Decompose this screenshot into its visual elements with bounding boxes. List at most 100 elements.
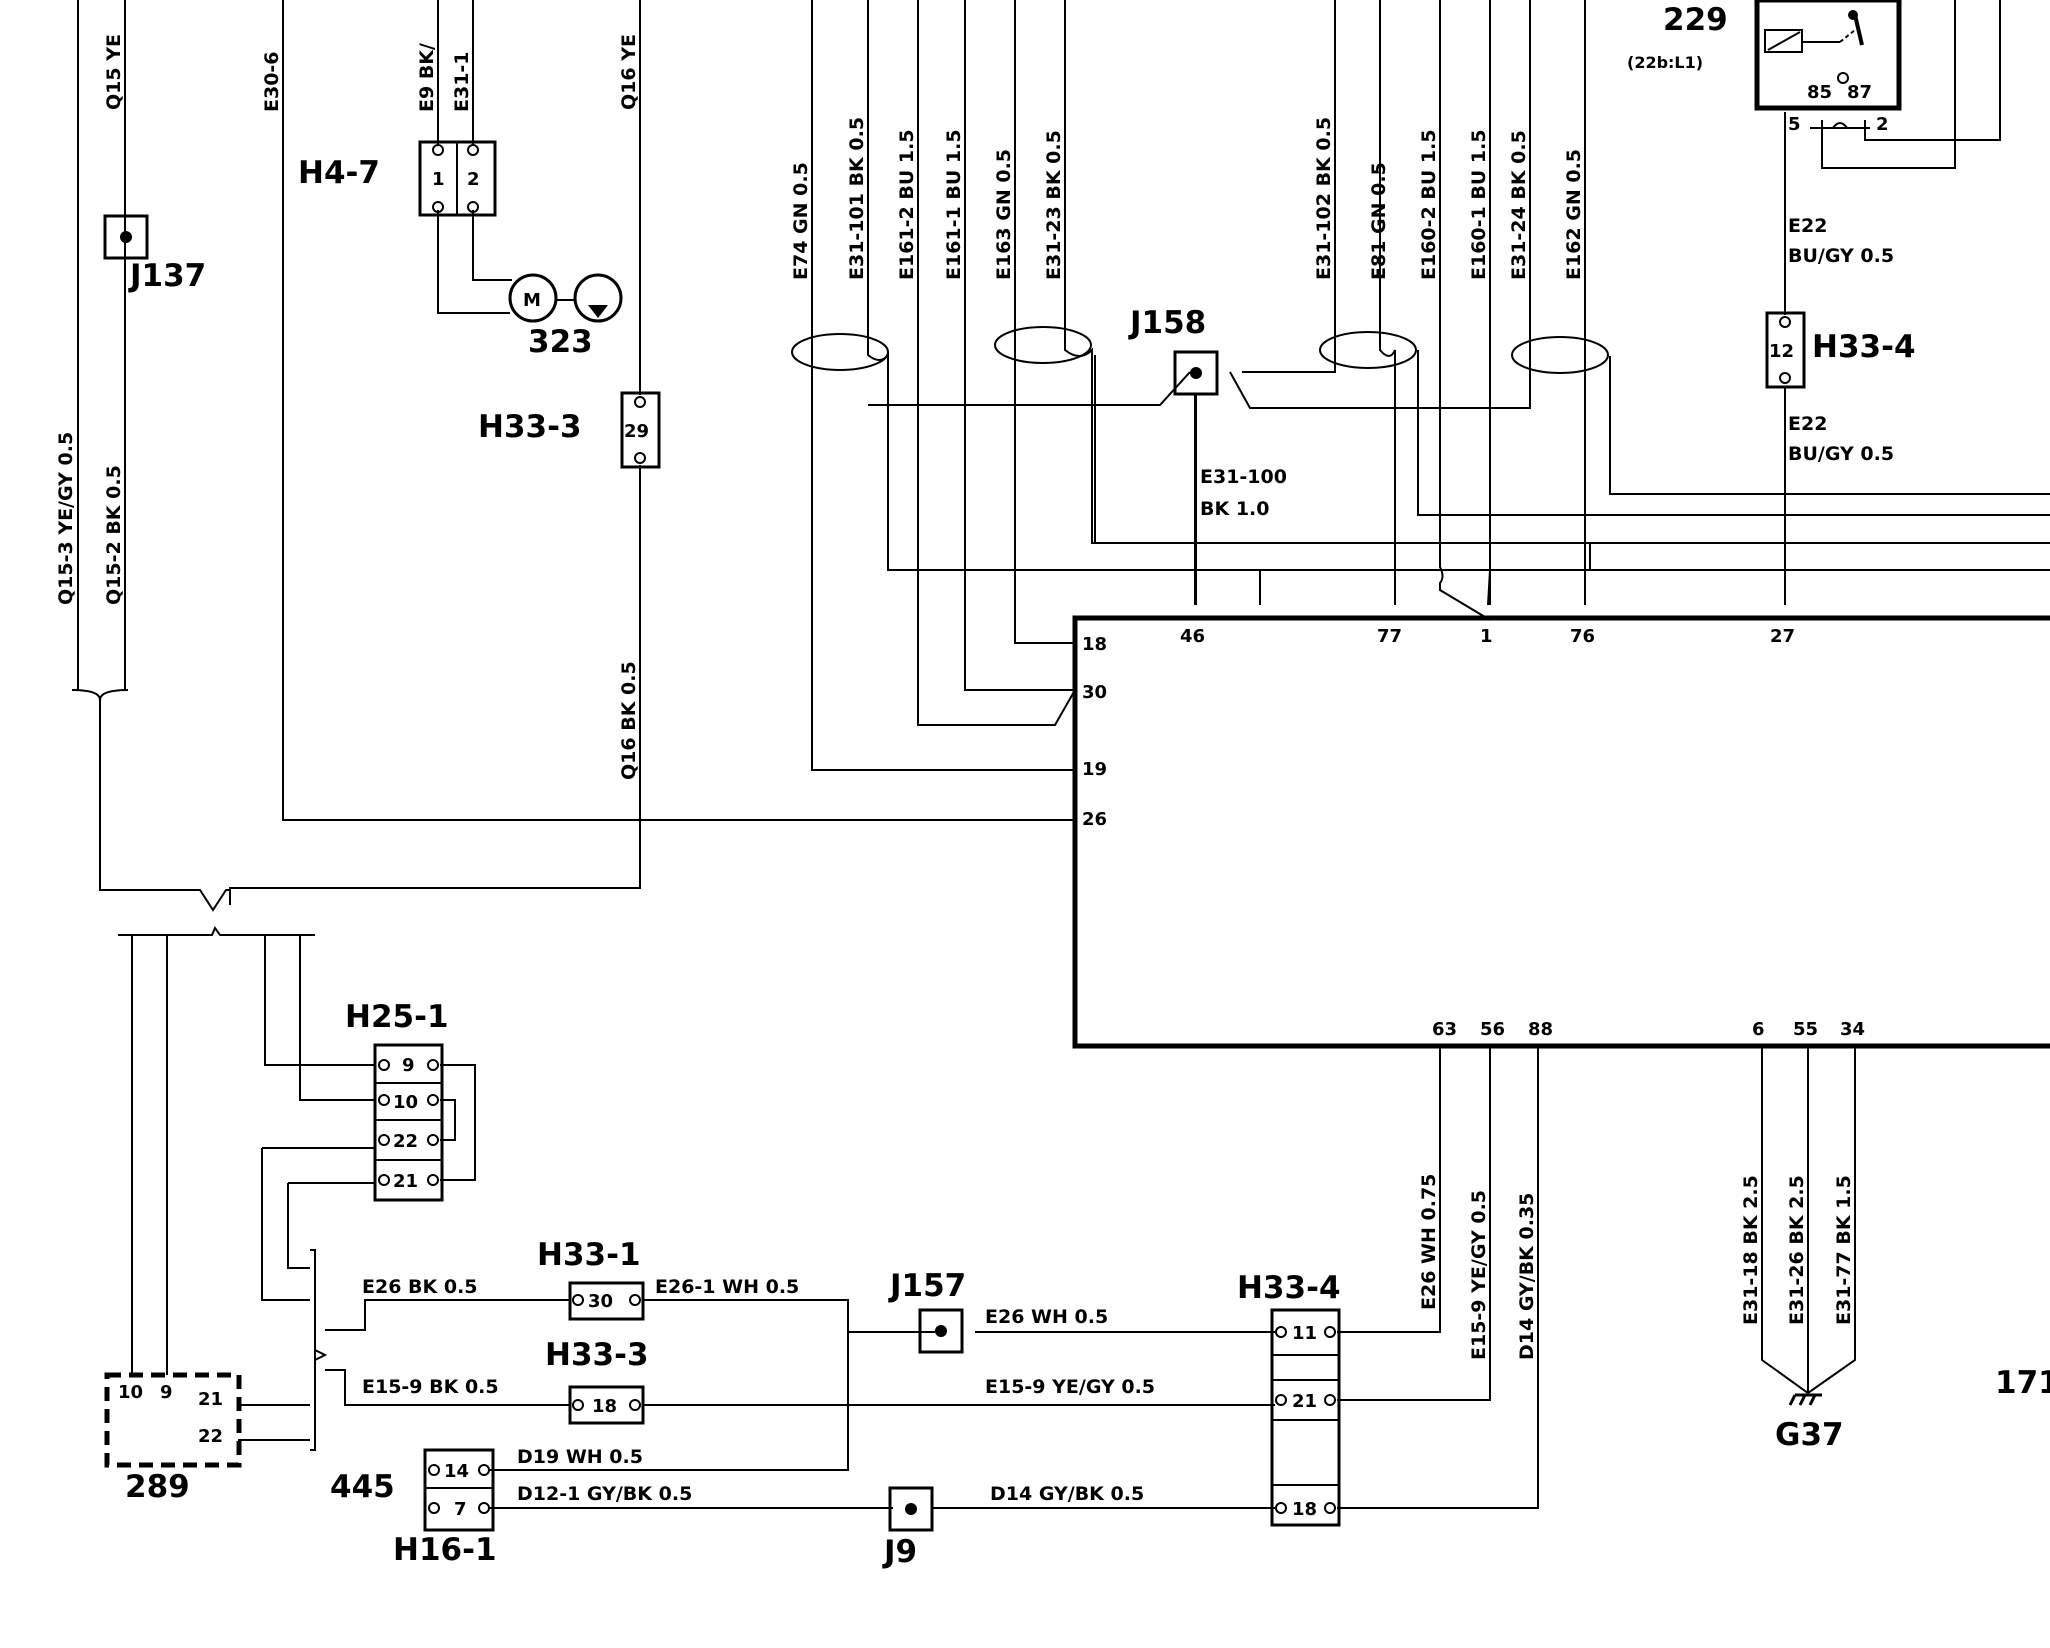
- h33-4-low-pin-21: 21: [1292, 1391, 1317, 1412]
- splice-j137: [103, 214, 149, 260]
- relay-pin-5: 5: [1788, 114, 1801, 135]
- label-229: 229: [1663, 2, 1728, 38]
- wire-e31-101: E31-101 BK 0.5: [846, 117, 868, 280]
- label-h33-4-top: H33-4: [1812, 329, 1916, 365]
- label-h25-1: H25-1: [345, 999, 449, 1035]
- wire-e22-b: E22: [1788, 413, 1827, 435]
- motor-symbol: M: [523, 290, 541, 311]
- ecu-pin-19: 19: [1082, 759, 1107, 780]
- label-445: 445: [330, 1469, 395, 1505]
- wire-e15-9-ye-low: E15-9 YE/GY 0.5: [985, 1376, 1155, 1398]
- label-h33-1: H33-1: [537, 1237, 641, 1273]
- wire-q16-bk: Q16 BK 0.5: [618, 661, 640, 780]
- wire-e15-9-ye: E15-9 YE/GY 0.5: [1468, 1190, 1490, 1360]
- ecu-pin-6: 6: [1752, 1019, 1765, 1040]
- wire-e74: E74 GN 0.5: [790, 162, 812, 280]
- h16-1-pin-14: 14: [444, 1461, 469, 1482]
- wire-e160-2: E160-2 BU 1.5: [1418, 129, 1440, 280]
- wire-e26-wh-low: E26 WH 0.5: [985, 1306, 1108, 1328]
- bundle-ellipse-4: [1511, 336, 1609, 374]
- wire-e30-6: E30-6: [261, 51, 283, 112]
- wire-e163: E163 GN 0.5: [993, 149, 1015, 280]
- wire-e161-2: E161-2 BU 1.5: [896, 129, 918, 280]
- pump-icon: [573, 273, 623, 323]
- wire-e162: E162 GN 0.5: [1563, 149, 1585, 280]
- label-h33-3-low: H33-3: [545, 1337, 649, 1373]
- wire-e22-b-spec: BU/GY 0.5: [1788, 443, 1894, 465]
- wire-e81: E81 GN 0.5: [1368, 162, 1390, 280]
- wire-e31-100: E31-100: [1200, 466, 1287, 488]
- label-h4-7: H4-7: [298, 155, 380, 191]
- 289-pin-10: 10: [118, 1382, 143, 1403]
- h33-3-top-pin: 29: [624, 421, 649, 442]
- wire-e31-100-spec: BK 1.0: [1200, 498, 1269, 520]
- h33-4-top-pin: 12: [1769, 341, 1794, 362]
- wire-e26-wh: E26 WH 0.75: [1418, 1174, 1440, 1310]
- wire-e31-77: E31-77 BK 1.5: [1833, 1175, 1855, 1325]
- ground-icon: [1788, 1393, 1822, 1406]
- wire-e31-23: E31-23 BK 0.5: [1043, 130, 1065, 280]
- bundle-ellipse-3: [1319, 331, 1417, 369]
- ecu-pin-1: 1: [1480, 626, 1493, 647]
- wire-e31-18: E31-18 BK 2.5: [1740, 1175, 1762, 1325]
- splice-j157: [918, 1308, 964, 1354]
- relay-229: [1754, 0, 1902, 111]
- wire-e31-26: E31-26 BK 2.5: [1786, 1175, 1808, 1325]
- wire-d19: D19 WH 0.5: [517, 1446, 643, 1468]
- splice-j9: [888, 1486, 934, 1532]
- wire-q16-ye: Q16 YE: [618, 34, 640, 110]
- ecu-pin-88: 88: [1528, 1019, 1553, 1040]
- label-j9: J9: [882, 1534, 917, 1570]
- wire-e22-a: E22: [1788, 215, 1827, 237]
- ecu-pin-30: 30: [1082, 682, 1107, 703]
- relay-pin-2: 2: [1876, 114, 1889, 135]
- ecu-pin-63: 63: [1432, 1019, 1457, 1040]
- h25-1-pin-9: 9: [402, 1055, 415, 1076]
- h4-7-pin-1: 1: [432, 169, 445, 190]
- wire-e31-102: E31-102 BK 0.5: [1313, 117, 1335, 280]
- 289-pin-22: 22: [198, 1426, 223, 1447]
- vertical-wire-labels: Q15 YE Q15-3 YE/GY 0.5 Q15-2 BK 0.5 E30-…: [55, 34, 1855, 1360]
- wire-e160-1: E160-1 BU 1.5: [1468, 129, 1490, 280]
- h4-7-pin-2: 2: [467, 169, 480, 190]
- ecu-pin-46: 46: [1180, 626, 1205, 647]
- component-289: [104, 1372, 242, 1468]
- label-289: 289: [125, 1469, 190, 1505]
- wire-e26-bk: E26 BK 0.5: [362, 1276, 478, 1298]
- connector-h33-3-low: [568, 1385, 645, 1425]
- h33-4-low-pin-11: 11: [1292, 1323, 1317, 1344]
- label-j157: J157: [888, 1268, 966, 1304]
- ecu-pin-56: 56: [1480, 1019, 1505, 1040]
- connector-h25-1: [373, 1043, 444, 1202]
- connector-h33-4-top: [1765, 311, 1806, 389]
- wire-q15-3: Q15-3 YE/GY 0.5: [55, 432, 77, 605]
- wire-e15-9-bk: E15-9 BK 0.5: [362, 1376, 499, 1398]
- h16-1-pin-7: 7: [454, 1499, 467, 1520]
- label-h33-3-top: H33-3: [478, 409, 582, 445]
- ecu-pin-27: 27: [1770, 626, 1795, 647]
- ecu-pin-77: 77: [1377, 626, 1402, 647]
- 289-pin-21: 21: [198, 1389, 223, 1410]
- bundle-ellipse-2: [994, 326, 1092, 364]
- label-229-ref: (22b:L1): [1627, 53, 1703, 72]
- wire-e31-1: E31-1: [451, 51, 473, 112]
- connector-h33-1: [568, 1281, 645, 1321]
- ecu-module: [1072, 615, 2050, 1049]
- label-h33-4-low: H33-4: [1237, 1270, 1341, 1306]
- label-j158: J158: [1128, 305, 1206, 341]
- wire-q15-2: Q15-2 BK 0.5: [103, 465, 125, 605]
- ecu-pin-34: 34: [1840, 1019, 1865, 1040]
- wire-d14-low: D14 GY/BK 0.5: [990, 1483, 1144, 1505]
- wire-q15-ye: Q15 YE: [103, 34, 125, 110]
- ecu-pin-26: 26: [1082, 809, 1107, 830]
- wire-e161-1: E161-1 BU 1.5: [943, 129, 965, 280]
- h25-1-pin-21: 21: [393, 1171, 418, 1192]
- wire-e9: E9 BK/: [416, 43, 438, 112]
- h25-1-pin-10: 10: [393, 1092, 418, 1113]
- h25-1-pin-22: 22: [393, 1131, 418, 1152]
- wires: [71, 0, 2050, 1509]
- 289-pin-9: 9: [160, 1382, 173, 1403]
- connector-h33-4-low: [1270, 1308, 1341, 1527]
- label-g37: G37: [1775, 1417, 1844, 1453]
